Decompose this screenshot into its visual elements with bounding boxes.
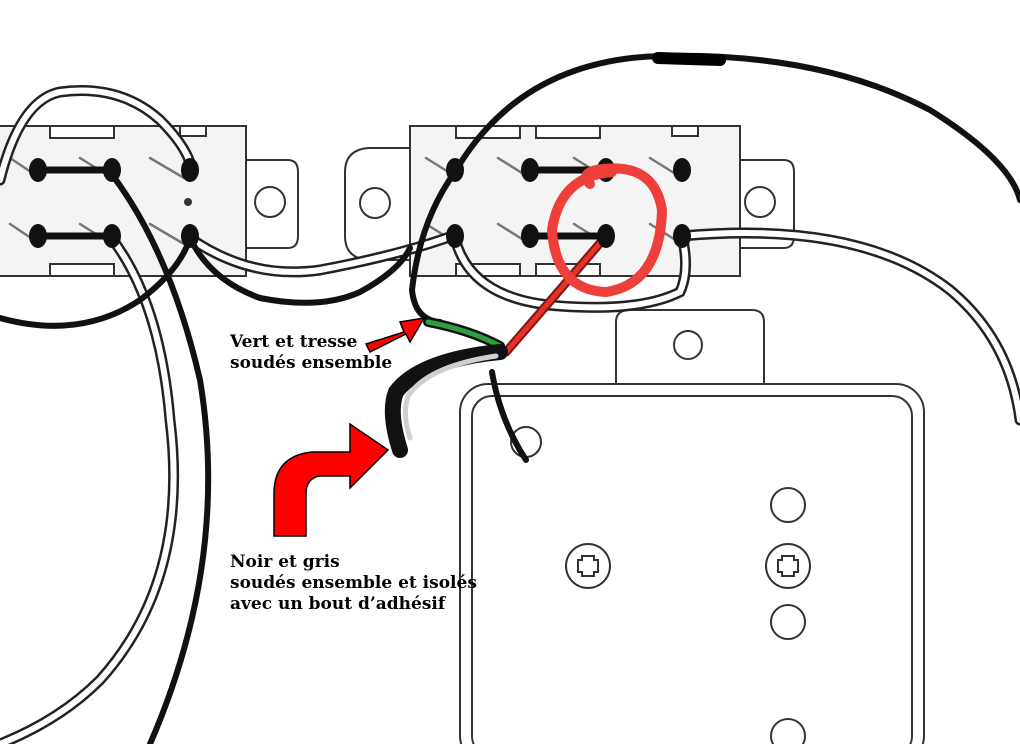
annotation-green-braid-line2: soudés ensemble bbox=[230, 353, 393, 373]
wires bbox=[0, 52, 1020, 744]
pickup bbox=[459, 309, 925, 744]
pickup-screw-right bbox=[765, 543, 811, 589]
left-switch-mount-hole bbox=[254, 186, 286, 218]
right-switch-mount-hole-right bbox=[744, 186, 776, 218]
annotation-black-grey-line3: avec un bout d’adhésif bbox=[230, 594, 446, 614]
pickup-mount-hole bbox=[673, 330, 703, 360]
annotation-black-grey: Noir et gris soudés ensemble et isolés a… bbox=[230, 552, 477, 615]
annotation-green-braid: Vert et tresse soudés ensemble bbox=[230, 332, 392, 374]
solder-points bbox=[29, 158, 691, 248]
black-wires bbox=[0, 52, 1020, 744]
arrow-small-icon bbox=[364, 316, 426, 354]
pickup-screw-left bbox=[565, 543, 611, 589]
black-grey-wire bbox=[384, 344, 508, 458]
annotation-green-braid-line1: Vert et tresse bbox=[230, 332, 358, 352]
annotation-black-grey-line1: Noir et gris bbox=[230, 552, 340, 572]
highlight-circle bbox=[546, 163, 668, 298]
black-wire-sleeve bbox=[652, 52, 726, 66]
arrow-curved-icon bbox=[273, 422, 390, 537]
annotation-black-grey-line2: soudés ensemble et isolés bbox=[230, 573, 477, 593]
right-switch-mount-hole-left bbox=[359, 187, 391, 219]
